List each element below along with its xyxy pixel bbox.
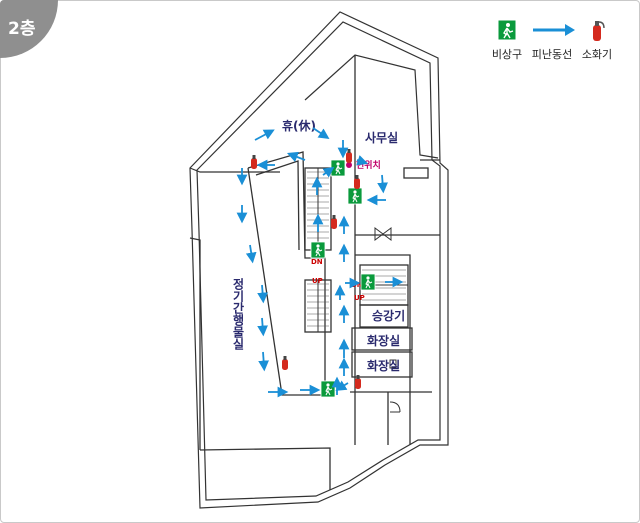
legend-exit: 비상구 <box>482 18 532 61</box>
exit-sign-icon <box>310 241 326 259</box>
legend-extinguisher-label: 소화기 <box>581 48 613 61</box>
fire-extinguisher-icon <box>346 149 352 163</box>
room-restroom-2-label: 화장실 <box>367 358 400 373</box>
room-office-label: 사무실 <box>365 130 398 145</box>
fire-extinguisher-icon <box>331 215 337 229</box>
evacuation-routes <box>236 127 404 398</box>
legend-extinguisher: 소화기 <box>572 18 622 61</box>
room-restroom-1-label: 화장실 <box>367 333 400 348</box>
stair-dn-left: DN <box>311 258 323 266</box>
legend-route: 피난동선 <box>527 18 577 61</box>
arrow-right-icon <box>533 24 575 36</box>
fire-extinguisher-icon <box>251 155 257 169</box>
legend-route-label: 피난동선 <box>531 48 573 61</box>
floor-label: 2층 <box>8 19 36 39</box>
floor-badge: 2층 <box>0 0 58 58</box>
exit-sign-icon <box>330 159 346 177</box>
current-location-dot <box>346 162 352 168</box>
exit-sign-icon <box>360 273 376 291</box>
exit-sign-icon <box>320 380 336 398</box>
room-reading-label: 정기간행물실 <box>231 277 245 351</box>
door-fixture <box>374 227 401 413</box>
stair-up-right: UP <box>354 294 365 302</box>
room-elevator-label: 승강기 <box>372 308 405 323</box>
exit-sign-icon <box>347 187 363 205</box>
legend: 비상구 피난동선 소화기 <box>482 18 622 63</box>
exit-sign-icon <box>497 19 517 41</box>
legend-exit-label: 비상구 <box>491 48 523 61</box>
fire-extinguisher-icon <box>282 356 288 370</box>
building-outline <box>189 11 449 509</box>
room-rest-label: 휴(休) <box>282 118 316 133</box>
fire-extinguisher-icon <box>593 21 605 41</box>
stair-up-left: UP <box>312 277 323 285</box>
